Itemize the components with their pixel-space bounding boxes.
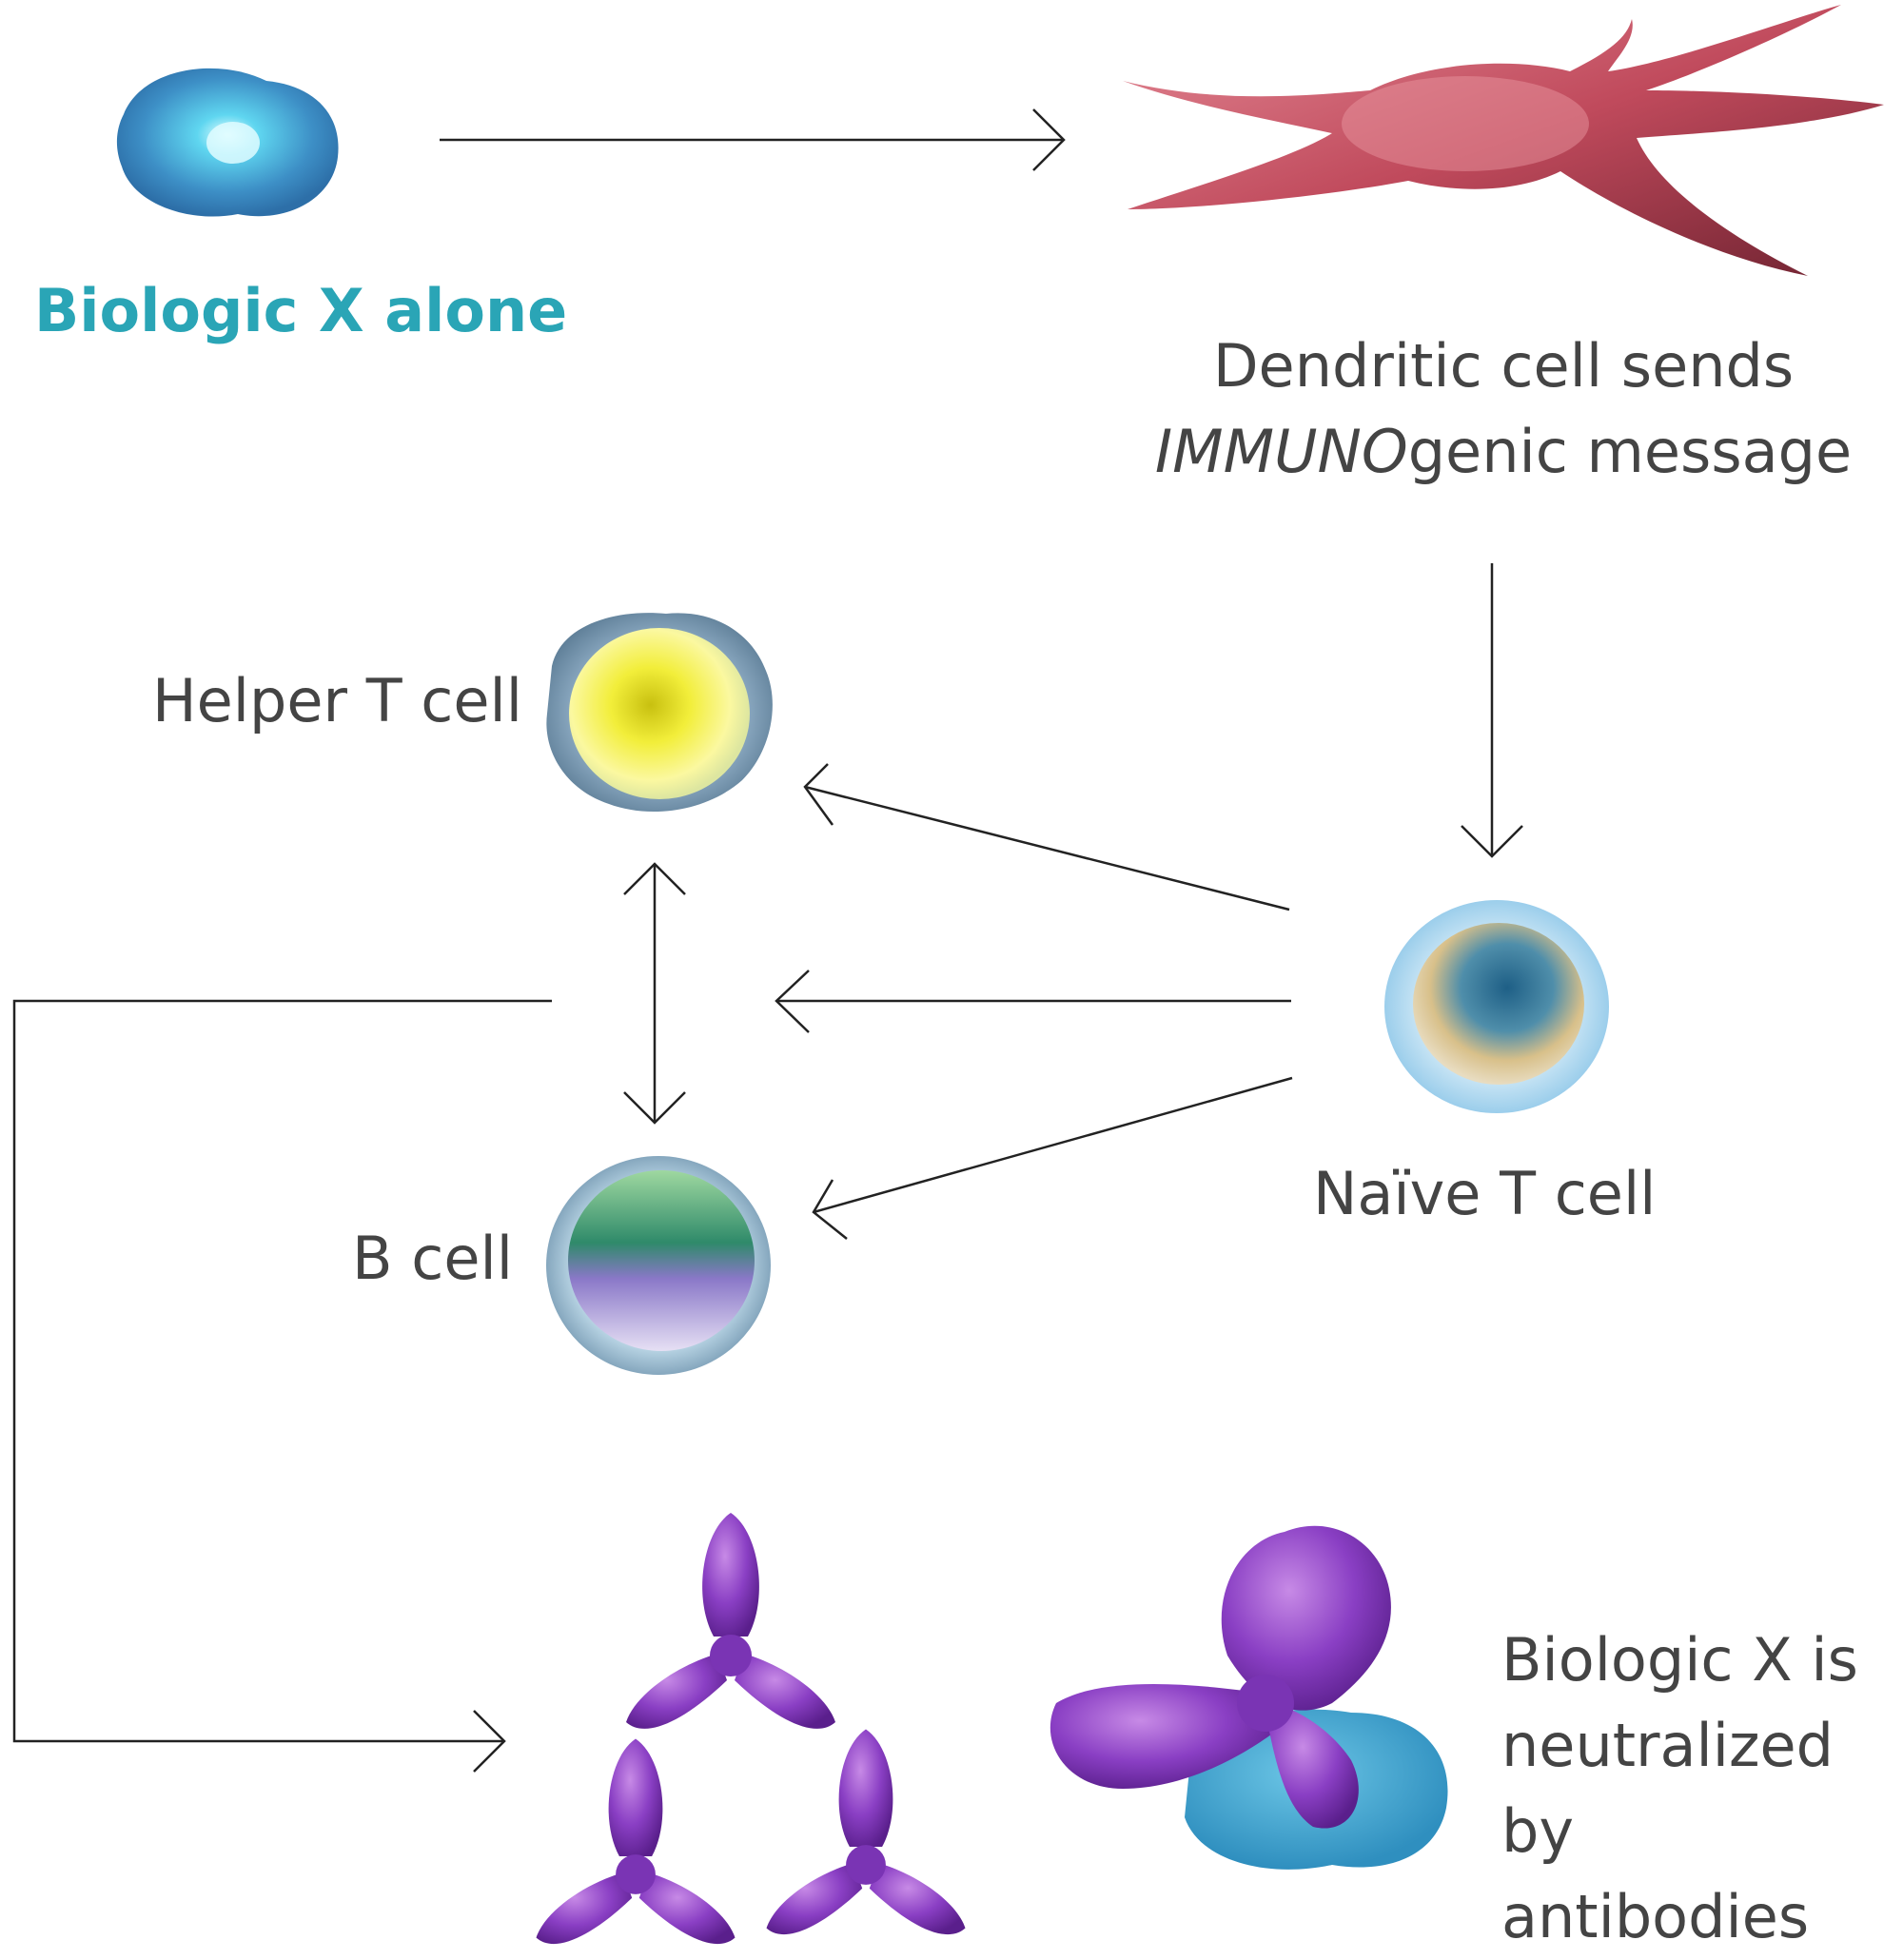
helper-t-cell-label: Helper T cell xyxy=(152,666,522,735)
biologic-x-molecule-icon xyxy=(116,68,339,217)
dendritic-label-line1: Dendritic cell sends xyxy=(1212,331,1795,401)
arrow-naive-to-bcell xyxy=(812,1076,1293,1240)
genic-message-text: genic message xyxy=(1407,416,1853,486)
antibody-icon xyxy=(536,1513,966,1945)
arrow-naive-to-helper xyxy=(803,763,1290,911)
neutralized-line1: Biologic X is xyxy=(1501,1625,1858,1695)
naive-t-cell-icon xyxy=(1384,900,1609,1113)
neutralized-line3: antibodies xyxy=(1501,1881,1810,1951)
biologic-x-alone-label: Biologic X alone xyxy=(34,276,568,345)
dendritic-label-line2: IMMUNOgenic message xyxy=(1123,409,1884,495)
neutralized-line2: neutralized by xyxy=(1501,1710,1834,1866)
arrow-naive-to-junction xyxy=(775,970,1291,1033)
b-cell-icon xyxy=(546,1156,771,1375)
b-cell-label: B cell xyxy=(352,1224,513,1293)
immuno-italic-text: IMMUNO xyxy=(1154,416,1408,486)
helper-t-cell-icon xyxy=(546,613,773,812)
naive-t-cell-label: Naïve T cell xyxy=(1313,1159,1657,1228)
arrow-dendritic-to-naive xyxy=(1461,563,1523,858)
dendritic-cell-label: Dendritic cell sends IMMUNOgenic message xyxy=(1123,323,1884,495)
arrow-junction-to-antibodies xyxy=(12,999,552,1773)
neutralized-label: Biologic X is neutralized by antibodies xyxy=(1501,1617,1901,1960)
antibody-bound-biologic-icon xyxy=(1050,1525,1448,1870)
arrow-biologic-to-dendritic xyxy=(440,108,1066,171)
dendritic-cell-icon xyxy=(1123,5,1884,276)
arrow-helper-bcell-bidirectional xyxy=(623,862,686,1125)
